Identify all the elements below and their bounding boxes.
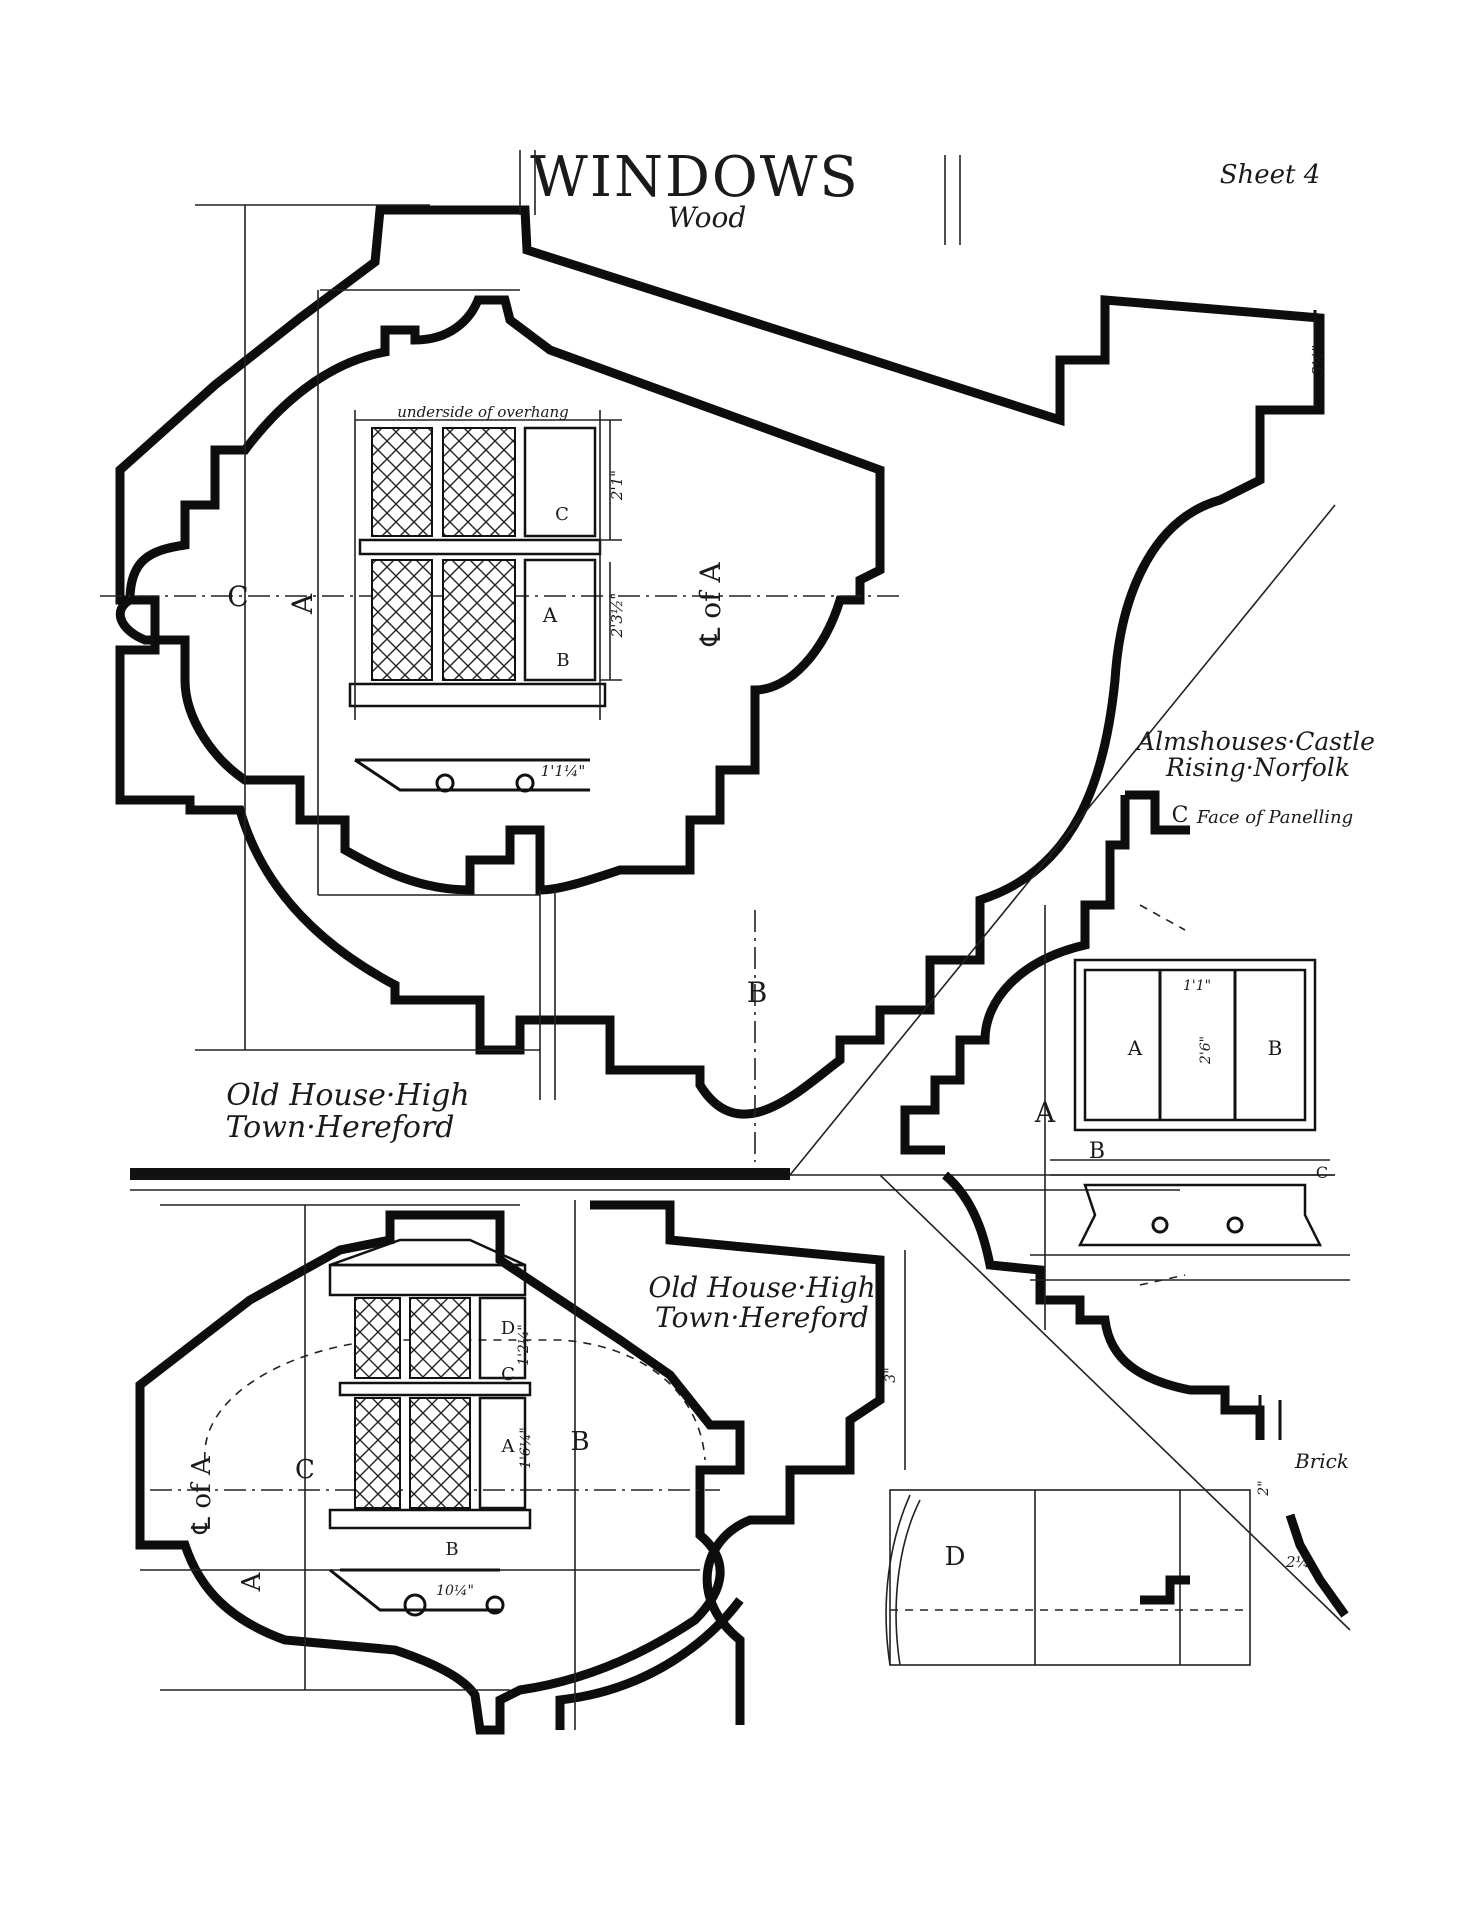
note-overhang: underside of overhang bbox=[397, 403, 568, 421]
note-panelling: Face of Panelling bbox=[1196, 807, 1353, 828]
right-bottom-block bbox=[885, 1489, 1251, 1666]
dim-1-2: 1'2¼" bbox=[516, 1324, 532, 1366]
bottom-left-window-elevation bbox=[328, 1238, 532, 1617]
bottom-left-labels: D C A B C A ℄ of A B 1'2¼" 1'6¼" 10¼" 3"… bbox=[187, 1271, 899, 1599]
sheet-number: Sheet 4 bbox=[1220, 160, 1321, 190]
dim-3-half: 3½" bbox=[1309, 345, 1327, 376]
label-d: D bbox=[501, 1318, 515, 1339]
label-centreline: ℄ of A bbox=[694, 562, 727, 647]
label-c-large: C bbox=[295, 1455, 315, 1485]
label-centreline: ℄ of A bbox=[187, 1455, 217, 1535]
title-block: WINDOWS Wood Sheet 4 bbox=[530, 145, 1320, 234]
label-b-small: B bbox=[445, 1539, 458, 1560]
label-a-large-right: A bbox=[1034, 1096, 1056, 1129]
caption-bottom-left-2: Town·Hereford bbox=[655, 1301, 869, 1334]
label-a-large: A bbox=[286, 593, 319, 615]
dim-1-1: 1'1¼" bbox=[541, 762, 586, 780]
right-moulding bbox=[789, 504, 1351, 1631]
right-window-elevation bbox=[1073, 958, 1323, 1247]
dim-10: 10¼" bbox=[436, 1583, 474, 1599]
right-labels: Almshouses·Castle Rising·Norfolk C Face … bbox=[945, 727, 1375, 1572]
note-brick: Brick bbox=[1294, 1449, 1349, 1473]
sheet-title: WINDOWS bbox=[530, 145, 859, 210]
caption-bottom-left-1: Old House·High bbox=[648, 1271, 875, 1304]
dim-2-3: 2'3½" bbox=[608, 593, 626, 639]
label-a-small: A bbox=[542, 603, 558, 627]
divider-line bbox=[130, 1168, 1335, 1191]
label-b: B bbox=[570, 1427, 589, 1457]
label-a-window: A bbox=[1127, 1036, 1143, 1060]
dim-2-quarter: 2¼ bbox=[1285, 1553, 1310, 1571]
dim-2-1: 2'1" bbox=[608, 470, 626, 501]
label-d-right: D bbox=[945, 1542, 966, 1572]
dim-2-6: 2'6" bbox=[1198, 1036, 1214, 1065]
caption-right-2: Rising·Norfolk bbox=[1165, 753, 1350, 782]
top-left-moulding bbox=[100, 150, 1325, 1162]
label-b-small: B bbox=[556, 650, 569, 671]
label-b-large: B bbox=[747, 976, 768, 1009]
dim-2: 2" bbox=[1256, 1480, 1272, 1496]
label-a: A bbox=[501, 1436, 516, 1457]
caption-top-left-1: Old House·High bbox=[226, 1078, 469, 1113]
label-c: C bbox=[501, 1364, 515, 1385]
dim-1-6: 1'6¼" bbox=[518, 1427, 534, 1469]
dim-3: 3" bbox=[883, 1367, 899, 1382]
caption-top-left-2: Town·Hereford bbox=[226, 1110, 455, 1145]
label-a-large: A bbox=[237, 1571, 267, 1592]
label-b-window: B bbox=[1268, 1036, 1283, 1060]
label-b-large-right: B bbox=[1089, 1139, 1105, 1164]
top-left-labels: underside of overhang C A ℄ of A C A B B… bbox=[226, 345, 1328, 1145]
label-c-small: C bbox=[555, 504, 569, 525]
top-left-window-elevation bbox=[348, 410, 622, 793]
dim-1-1-right: 1'1" bbox=[1183, 978, 1211, 994]
label-c-large: C bbox=[227, 580, 248, 613]
label-c-panelling: C bbox=[1172, 803, 1189, 828]
sheet-subtitle: Wood bbox=[668, 201, 747, 234]
label-c-small-right: C bbox=[1316, 1163, 1328, 1182]
caption-right-1: Almshouses·Castle bbox=[1135, 727, 1375, 756]
